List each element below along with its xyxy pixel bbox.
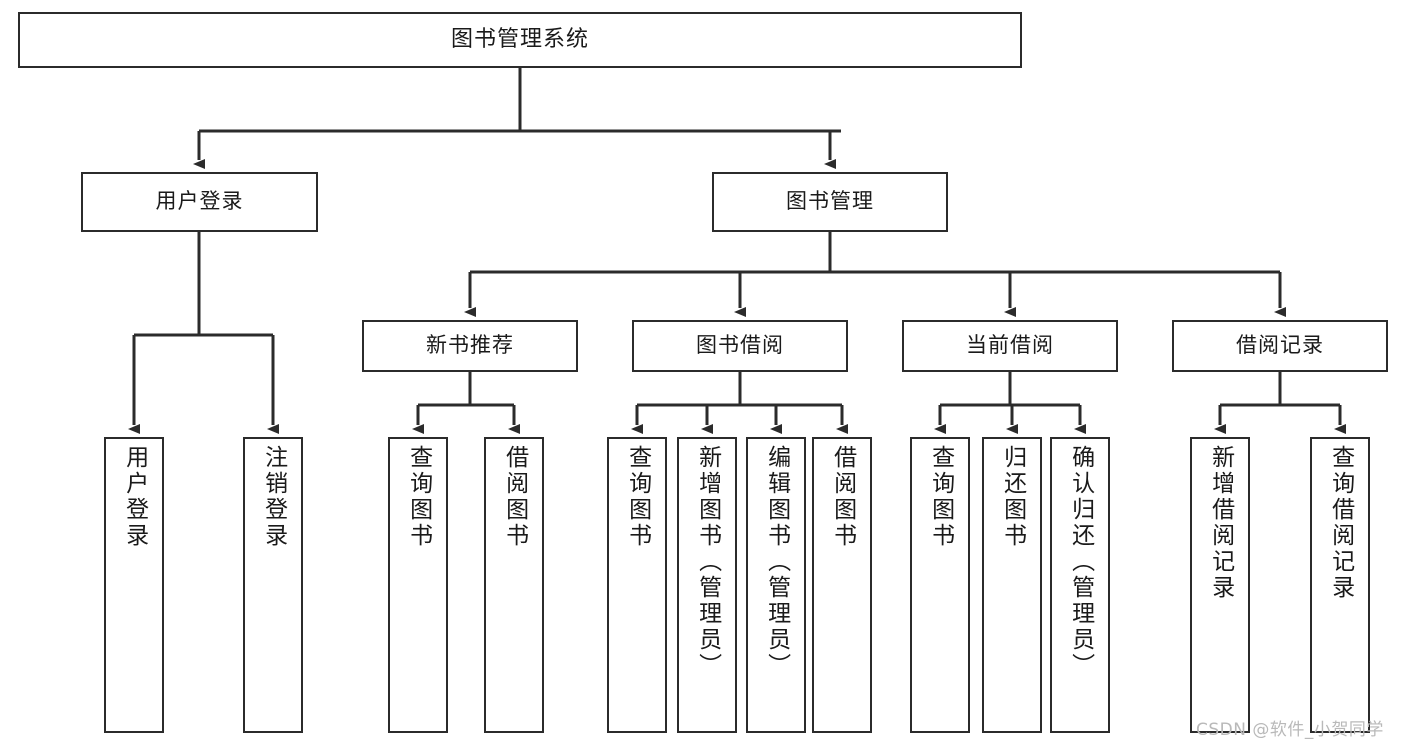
node-label: 借阅记录	[1236, 333, 1324, 358]
node-book-management[interactable]: 图书管理	[712, 172, 948, 232]
node-label: 编辑图书（管理员）	[763, 445, 790, 679]
node-book-management-system[interactable]: 图书管理系统	[18, 12, 1022, 68]
leaf-add-book-admin[interactable]: 新增图书（管理员）	[677, 437, 737, 733]
node-label: 当前借阅	[966, 333, 1054, 358]
node-label: 图书管理	[786, 189, 874, 214]
node-label: 注销登录	[260, 445, 287, 549]
node-label: 图书管理系统	[450, 26, 589, 52]
leaf-query-book-newbook[interactable]: 查询图书	[388, 437, 448, 733]
node-label: 借阅图书	[501, 445, 528, 549]
node-new-book-recommend[interactable]: 新书推荐	[362, 320, 578, 372]
node-label: 借阅图书	[829, 445, 856, 549]
node-label: 新增图书（管理员）	[694, 445, 721, 679]
leaf-logout[interactable]: 注销登录	[243, 437, 303, 733]
leaf-query-book-current[interactable]: 查询图书	[910, 437, 970, 733]
node-current-borrow[interactable]: 当前借阅	[902, 320, 1118, 372]
node-label: 查询图书	[624, 445, 651, 549]
node-book-borrow[interactable]: 图书借阅	[632, 320, 848, 372]
node-label: 新增借阅记录	[1207, 445, 1234, 601]
leaf-confirm-return-admin[interactable]: 确认归还（管理员）	[1050, 437, 1110, 733]
leaf-return-book[interactable]: 归还图书	[982, 437, 1042, 733]
node-label: 新书推荐	[426, 333, 514, 358]
leaf-user-login[interactable]: 用户登录	[104, 437, 164, 733]
node-label: 用户登录	[121, 445, 148, 549]
node-user-login[interactable]: 用户登录	[81, 172, 318, 232]
leaf-query-book-borrow[interactable]: 查询图书	[607, 437, 667, 733]
leaf-edit-book-admin[interactable]: 编辑图书（管理员）	[746, 437, 806, 733]
node-label: 用户登录	[155, 189, 244, 214]
leaf-borrow-book[interactable]: 借阅图书	[812, 437, 872, 733]
node-borrow-records[interactable]: 借阅记录	[1172, 320, 1388, 372]
node-label: 归还图书	[999, 445, 1026, 549]
leaf-add-borrow-record[interactable]: 新增借阅记录	[1190, 437, 1250, 733]
csdn-watermark: CSDN @软件_小贺同学	[1196, 720, 1384, 740]
node-label: 查询图书	[927, 445, 954, 549]
node-label: 查询借阅记录	[1327, 445, 1354, 601]
node-label: 查询图书	[405, 445, 432, 549]
leaf-query-borrow-record[interactable]: 查询借阅记录	[1310, 437, 1370, 733]
node-label: 图书借阅	[696, 333, 784, 358]
leaf-borrow-book-newbook[interactable]: 借阅图书	[484, 437, 544, 733]
node-label: 确认归还（管理员）	[1067, 445, 1094, 679]
